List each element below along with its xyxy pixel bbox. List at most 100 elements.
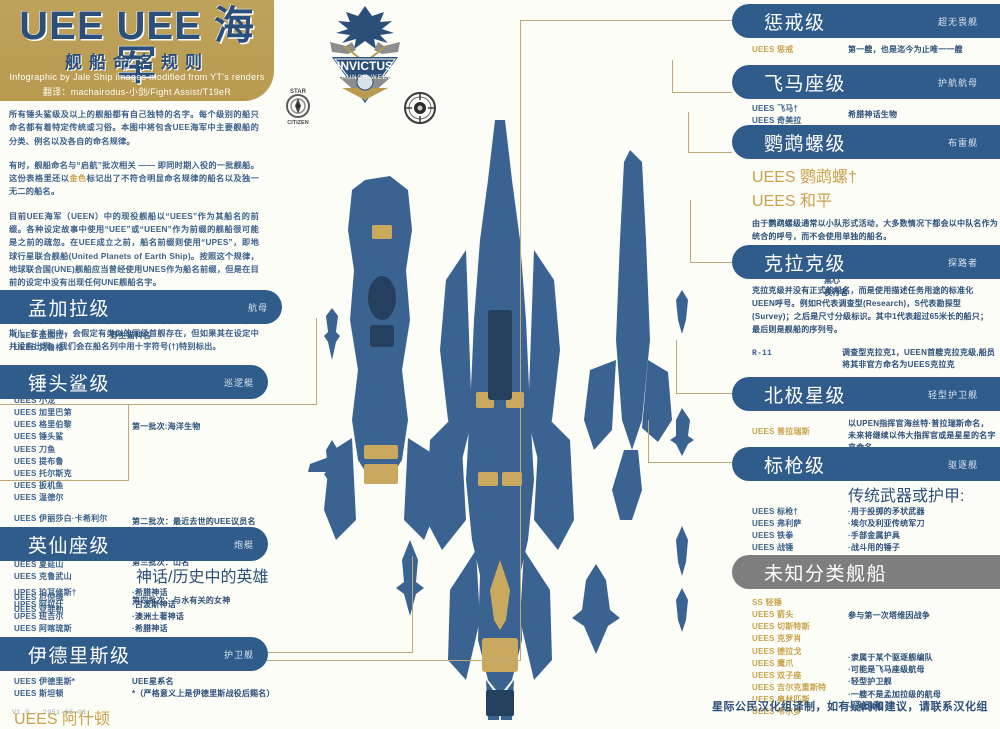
ship-name-list-hammerhead-batch4: UEES 厄倪俄 UEES 亚菲勒 [14, 592, 132, 616]
naming-note: ·埃尔及利亚传统军刀 [848, 519, 925, 529]
naming-note: ·手部金属护具 [848, 531, 901, 541]
section-band-idris[interactable]: 伊德里斯级 护卫舰 [0, 637, 268, 671]
ship-name-gold: UEES 普拉瑞斯 [752, 427, 810, 436]
page-subtitle: 舰船命名规则 [65, 53, 209, 72]
ship-name: UEES 锤头鲨 [14, 432, 64, 442]
naming-note-hammerhead-batch1: 第一批次:海洋生物 [132, 422, 201, 431]
section-role-idris: 护卫舰 [223, 649, 254, 660]
ship-name: UEES 小龙 [14, 396, 56, 405]
connector-bengal-horizontal [0, 404, 317, 405]
invictus-title: INVICTUS [337, 59, 393, 73]
connector-perseus-vertical [412, 556, 413, 652]
section-role-nautilus: 布雷舰 [947, 137, 978, 148]
svg-text:STAR: STAR [290, 89, 307, 95]
ship-name: UEES 战锤 [752, 543, 794, 553]
ship-name: UEES 阿喀琉斯 [14, 624, 72, 634]
ship-name-gold: UEES 箭头 [752, 610, 794, 620]
ship-name: UEES 扳机鱼 [14, 481, 64, 491]
uee-navy-logo [400, 88, 440, 128]
section-content-unknown: SS 轻锤 UEES 箭头 UEES 切斯特斯 UEES 克罗肖 UEES 德拉… [752, 597, 998, 719]
ship-name: UPES 阿拉什 [14, 600, 64, 610]
naming-note: ·澳洲土著神话 [132, 612, 185, 622]
ship-name-gold: UEES 鹰爪 [752, 658, 794, 668]
ship-name: UEES 格里伯黎 [14, 420, 72, 430]
section-band-bengal[interactable]: 孟加拉级 航母 [0, 290, 282, 324]
invictus-logo: INVICTUS LAUNCH WEEK [322, 2, 408, 110]
ship-name-list-idris: UEES 伊德里斯* UEES 斯坦顿 [14, 676, 132, 700]
connector-polaris-vertical [676, 340, 677, 394]
section-band-polaris[interactable]: 北极星级 轻型护卫舰 [732, 377, 1000, 411]
section-band-retribution[interactable]: 惩戒级 超无畏舰 [732, 4, 1000, 38]
section-title-unknown: 未知分类舰船 [764, 563, 888, 585]
section-role-polaris: 轻型护卫舰 [927, 389, 978, 400]
ship-name: UEES 克鲁格 [14, 343, 64, 353]
squadron-name: 黑心 [824, 276, 840, 286]
naming-note: 调查型克拉克1，UEEN首艘克拉克级,船员将其非官方命名为UEES克拉克 [842, 347, 996, 369]
section-title-pegasus: 飞马座级 [764, 73, 847, 95]
section-band-clark[interactable]: 克拉克级 探路者 [732, 245, 1000, 279]
naming-note: ·古波斯神话 [132, 600, 176, 610]
section-title-nautilus: 鹦鹉螺级 [764, 133, 847, 155]
connector-polaris-horizontal [676, 393, 732, 394]
connector-nautilus-vertical [688, 112, 689, 153]
ship-name: UEES 温德尔 [14, 493, 64, 503]
connector-bengal-vertical [316, 318, 317, 404]
connector-nautilus-horizontal [688, 152, 732, 153]
ship-name: UEES 铁拳 [752, 531, 794, 541]
ship-name-list-bengal: UEES 孟加拉† UEES 克鲁格 [14, 330, 110, 354]
ship-name: UEES 克鲁武山 [14, 572, 72, 582]
invictus-subtitle: LAUNCH WEEK [337, 75, 392, 81]
section-band-hammerhead[interactable]: 锤头鲨级 巡逻艇 [0, 365, 268, 399]
naming-note: ·隶属于某个驱逐舰编队 [848, 653, 933, 663]
naming-description-clark: 克拉克级并没有正式的船名，而是使用描述任务用途的标准化UEEN呼号。例如R代表调… [752, 286, 989, 334]
section-content-perseus: 神话/历史中的英雄 UPES 珀耳修斯†·希腊神话 UPES 阿拉什·古波斯神话… [14, 563, 284, 636]
intro-paragraph-2: 有时，舰船命名与“启航”批次相关 —— 即同时期入役的一批舰船。这份表格里还以金… [9, 159, 259, 199]
section-title-hammerhead: 锤头鲨级 [28, 373, 111, 395]
ship-name: UEES 提布鲁 [14, 456, 64, 466]
section-role-retribution: 超无畏舰 [937, 16, 978, 27]
connector-hammerhead-horizontal [0, 480, 129, 481]
ship-name: UEES 托尔斯克 [14, 468, 72, 478]
credit-line-2: 翻译：machairodus-小剑/Fight Assist/T19eR [42, 87, 232, 97]
ship-name-gold: UEES 惩戒 [752, 45, 794, 54]
ship-name: UEES 伊丽莎白·卡希利尔 [14, 514, 108, 524]
squadron-name: 夜行者 [824, 288, 848, 298]
section-band-nautilus[interactable]: 鹦鹉螺级 布雷舰 [732, 125, 1000, 159]
naming-note: ·一艘不是孟加拉级的航母 [848, 689, 942, 699]
naming-note-retribution: 第一艘，也是迄今为止唯一一艘 [848, 45, 963, 54]
section-role-bengal: 航母 [247, 302, 268, 313]
naming-note-idris: UEE星系名 *（严格意义上是伊德里斯战役后赐名） [132, 677, 275, 699]
ship-name-gold: UEES 韦尔多 [752, 707, 802, 717]
naming-note-hammerhead-batch4: 第四批次：与水有关的女神 [132, 596, 231, 606]
ship-name: UEES 加里巴第 [14, 408, 72, 418]
section-band-pegasus[interactable]: 飞马座级 护航航母 [732, 65, 1000, 99]
ship-name-gold: UEES 克罗肖 [752, 634, 802, 644]
section-band-perseus[interactable]: 英仙座级 炮艇 [0, 527, 268, 561]
ship-illustrations [290, 120, 720, 729]
page-title: UEE UEE 海军 [19, 4, 255, 88]
naming-note-bengal: 野生猫科名 [110, 331, 151, 340]
credit-line-1: Infographic by Jale Ship images modified… [9, 72, 265, 82]
section-content-idris: UEES 伊德里斯* UEES 斯坦顿 UEE星系名 *（严格意义上是伊德里斯战… [14, 676, 294, 729]
naming-note-hammerhead-batch2: 第二批次：最近去世的UEE议员名 [132, 517, 256, 527]
section-role-clark: 探路者 [947, 257, 978, 268]
section-title-bengal: 孟加拉级 [28, 298, 111, 320]
header-panel: UEE UEE 海军 舰船命名规则 Infographic by Jale Sh… [0, 0, 274, 101]
ship-name-gold: UEES 奥林匹斯 [752, 695, 810, 705]
section-band-unknown[interactable]: 未知分类舰船 [732, 555, 1000, 589]
ship-name-list-unknown: SS 轻锤 UEES 箭头 UEES 切斯特斯 UEES 克罗肖 UEES 德拉… [752, 597, 848, 719]
ship-name-list-pegasus: UEES 飞马† UEES 奇美拉 [752, 103, 848, 127]
ship-name: UEES 亚菲勒 [14, 605, 64, 615]
intro-p2-part-b: 标记出了不符合明显命名规律的船名以及独一无二的船名。 [9, 174, 259, 197]
section-band-javelin[interactable]: 标枪级 驱逐舰 [732, 447, 1000, 481]
intro-text-block: 所有锤头鲨级及以上的舰船都有自己独特的名字。每个级别的船只命名都有着特定传统或习… [9, 108, 259, 365]
ship-name-gold: UEES 切斯特斯 [752, 622, 810, 632]
section-role-hammerhead: 巡逻艇 [223, 377, 254, 388]
intro-paragraph-3: 目前UEE海军（UEEN）中的现役舰船以“UEES”作为其船名的前缀。各种设定故… [9, 211, 259, 288]
naming-note: ·希腊神话 [132, 588, 168, 597]
connector-pegasus-vertical [672, 60, 673, 93]
section-role-pegasus: 护航航母 [937, 77, 978, 88]
section-title-polaris: 北极星级 [764, 385, 847, 407]
star-citizen-logo: STAR CITIZEN [278, 85, 318, 126]
connector-javelin-vertical [648, 420, 649, 463]
